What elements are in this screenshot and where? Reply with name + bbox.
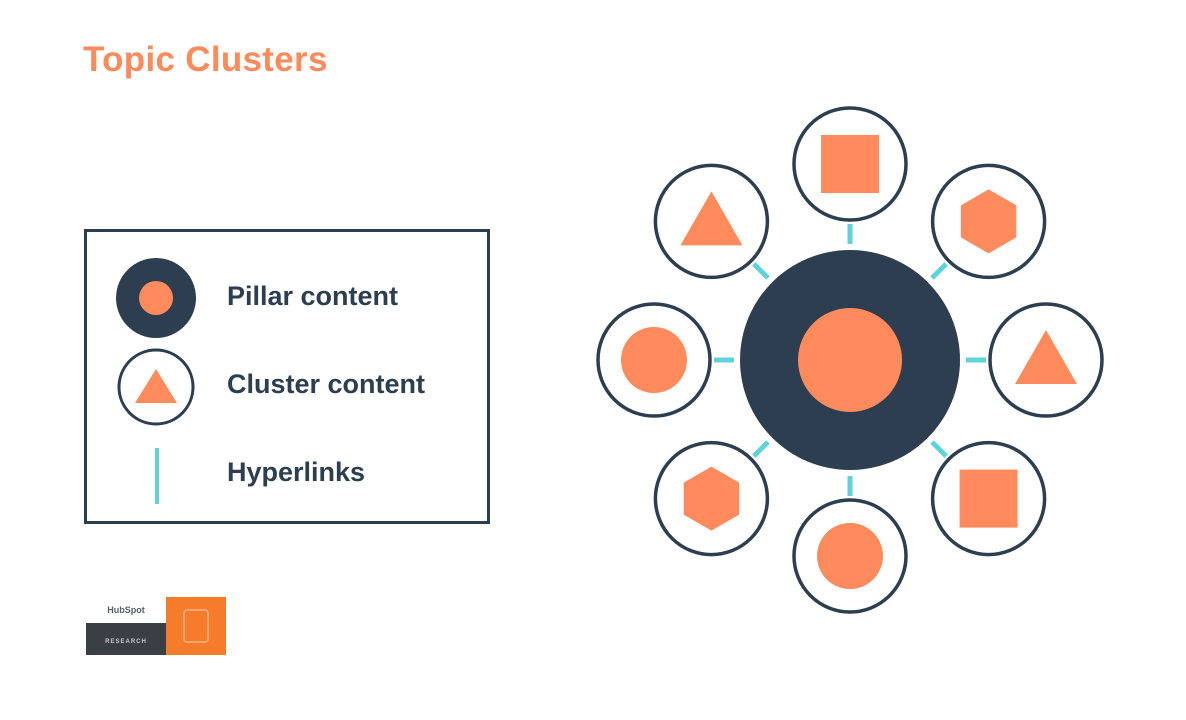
cluster-node-bottom-right — [930, 440, 1047, 557]
circle-shape — [817, 523, 883, 589]
cluster-node-bottom-left — [653, 440, 770, 557]
hubspot-research-logo: HubSpot RESEARCH — [86, 597, 226, 657]
clipboard-icon — [183, 609, 209, 643]
hyperlink-top-right — [930, 262, 948, 280]
pillar-node — [740, 250, 960, 470]
cluster-node-bottom — [792, 498, 908, 614]
cluster-node-left — [596, 302, 712, 418]
cluster-node-top — [792, 106, 908, 222]
pillar-inner-circle — [798, 308, 902, 412]
hyperlink-bottom-right — [930, 440, 948, 458]
logo-brand: HubSpot — [107, 605, 145, 615]
legend-box: Pillar content Cluster content Hyperlink… — [84, 229, 490, 524]
hyperlink-bottom-left — [752, 440, 770, 458]
pillar-icon — [116, 258, 196, 338]
hyperlink-top-left — [752, 262, 770, 280]
legend-label-hyperlinks: Hyperlinks — [227, 457, 366, 487]
triangle-shape — [1015, 330, 1077, 384]
logo-graphic: HubSpot RESEARCH — [86, 597, 226, 655]
hexagon-shape — [960, 189, 1017, 254]
square-shape — [821, 135, 879, 193]
logo-label: RESEARCH — [105, 639, 147, 645]
cluster-node-right — [988, 302, 1104, 418]
legend-icons — [116, 258, 196, 504]
logo-dark-block — [86, 623, 166, 655]
legend-label-pillar: Pillar content — [227, 281, 399, 311]
cluster-node-top-left — [653, 163, 770, 280]
page-title: Topic Clusters — [83, 40, 328, 79]
hexagon-shape — [683, 466, 740, 531]
square-shape — [959, 469, 1018, 528]
cluster-node-top-right — [930, 163, 1047, 280]
circle-shape — [621, 327, 687, 393]
logo-orange-block — [166, 597, 226, 655]
cluster-icon — [117, 348, 195, 426]
legend-label-cluster: Cluster content — [227, 369, 426, 399]
triangle-shape — [680, 191, 743, 246]
